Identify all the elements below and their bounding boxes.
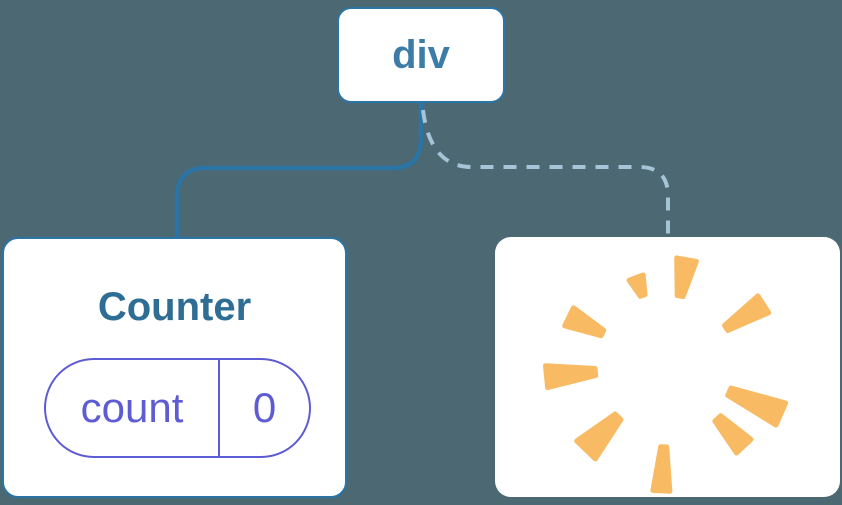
connector-dashed bbox=[421, 109, 670, 238]
state-value: 0 bbox=[252, 384, 277, 431]
poof-ray bbox=[650, 444, 673, 494]
tree-node-removed bbox=[495, 237, 840, 497]
poof-ray bbox=[626, 272, 648, 299]
tree-node-div-label: div bbox=[392, 32, 450, 77]
poof-ray bbox=[722, 293, 772, 333]
connector-solid bbox=[174, 102, 424, 239]
poof-ray bbox=[674, 255, 699, 300]
state-key-label: count bbox=[46, 360, 220, 456]
poof-ray bbox=[562, 305, 607, 339]
poof-ray bbox=[574, 411, 624, 462]
state-pill: count 0 bbox=[44, 358, 311, 458]
poof-ray bbox=[543, 363, 599, 391]
tree-node-div: div bbox=[337, 7, 505, 103]
poof-ray bbox=[725, 385, 789, 428]
tree-node-counter: Counter count 0 bbox=[2, 237, 347, 498]
poof-ray bbox=[712, 413, 754, 456]
counter-title: Counter bbox=[97, 285, 252, 329]
poof-icon bbox=[543, 255, 789, 494]
